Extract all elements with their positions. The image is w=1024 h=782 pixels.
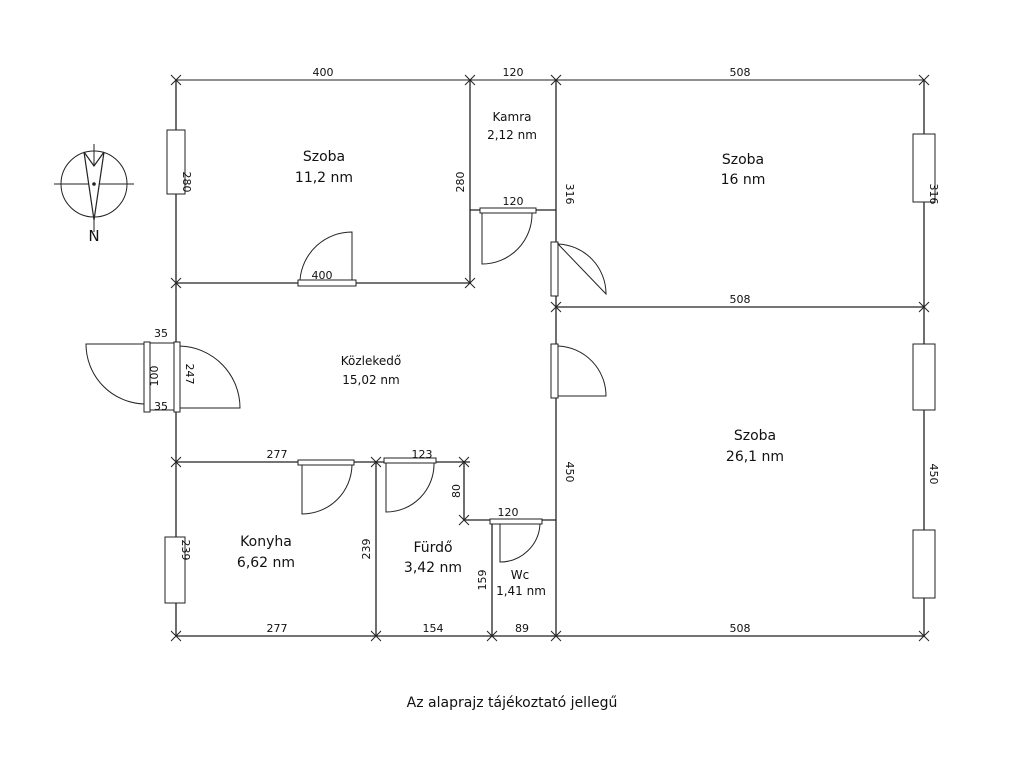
room-konyha-name: Konyha (240, 534, 292, 550)
dim-entry-35-bottom: 35 (154, 400, 168, 413)
dim-furdo-239: 239 (360, 539, 373, 560)
room-kozlekedo-name: Közlekedő (341, 354, 402, 368)
dim-kamra-door-120: 120 (503, 195, 524, 208)
walls (175, 80, 925, 637)
room-szoba1-name: Szoba (303, 149, 345, 165)
dim-left-280: 280 (180, 172, 193, 193)
dim-bottom-508: 508 (730, 622, 751, 635)
room-labels: Szoba 11,2 nm Kamra 2,12 nm Szoba 16 nm … (237, 110, 784, 598)
window-szoba2 (912, 133, 936, 203)
dim-bottom-89: 89 (515, 622, 529, 635)
room-wc-name: Wc (511, 568, 529, 582)
dim-wc-159: 159 (476, 570, 489, 591)
dim-top-120: 120 (503, 66, 524, 79)
dim-center-450: 450 (563, 462, 576, 483)
dim-right-316: 316 (927, 184, 940, 205)
room-szoba1-area: 11,2 nm (295, 170, 353, 186)
windows (164, 129, 936, 604)
dim-kamra-280: 280 (454, 172, 467, 193)
window-szoba3-lower (912, 529, 936, 599)
dim-top-400: 400 (313, 66, 334, 79)
dim-mid-400: 400 (312, 269, 333, 282)
room-kamra-area: 2,12 nm (487, 128, 537, 142)
window-szoba1 (166, 129, 186, 195)
dim-entry-35-top: 35 (154, 327, 168, 340)
room-furdo-name: Fürdő (413, 540, 452, 556)
plan-caption: Az alaprajz tájékoztató jellegű (407, 695, 618, 711)
dim-szoba2-316: 316 (563, 184, 576, 205)
dim-bottom-154: 154 (423, 622, 444, 635)
dim-bottom-277: 277 (267, 622, 288, 635)
room-szoba2-area: 16 nm (721, 172, 766, 188)
dim-right-450: 450 (927, 464, 940, 485)
dim-konyha-277: 277 (267, 448, 288, 461)
room-kamra-name: Kamra (493, 110, 532, 124)
dim-konyha-239: 239 (179, 540, 192, 561)
window-konyha (164, 536, 186, 604)
room-szoba3-area: 26,1 nm (726, 449, 784, 465)
room-szoba3-name: Szoba (734, 428, 776, 444)
tick-marks (170, 74, 930, 642)
compass: N (54, 144, 134, 244)
dimension-labels: 400 120 508 280 280 120 316 316 400 508 … (148, 66, 940, 635)
dim-furdo-123: 123 (412, 448, 433, 461)
dim-wc-120: 120 (498, 506, 519, 519)
dim-entry-100: 100 (148, 366, 161, 387)
room-wc-area: 1,41 nm (496, 584, 546, 598)
dim-top-508: 508 (730, 66, 751, 79)
compass-north-label: N (88, 226, 99, 244)
room-furdo-area: 3,42 nm (404, 560, 462, 576)
room-kozlekedo-area: 15,02 nm (342, 373, 399, 387)
room-konyha-area: 6,62 nm (237, 555, 295, 571)
dimension-lines (148, 79, 924, 637)
dim-mid-508: 508 (730, 293, 751, 306)
dim-furdo-80: 80 (450, 484, 463, 498)
window-szoba3-upper (912, 343, 936, 411)
dim-entry-247: 247 (183, 364, 196, 385)
doors (85, 207, 607, 563)
room-szoba2-name: Szoba (722, 152, 764, 168)
